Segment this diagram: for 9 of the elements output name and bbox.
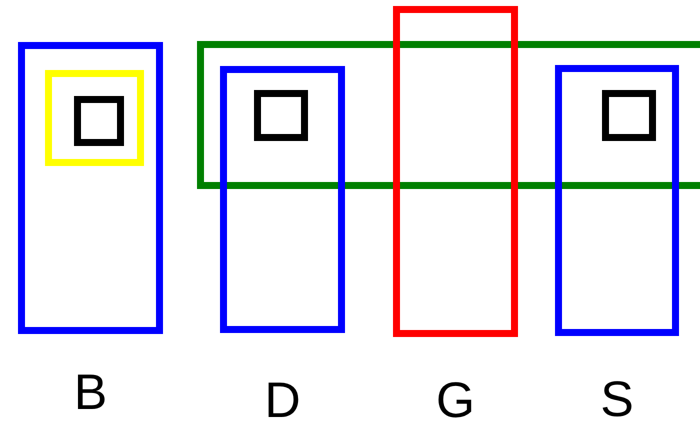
terminal-label: D <box>264 375 301 422</box>
contact-square <box>602 90 656 141</box>
terminal-label: B <box>74 367 108 417</box>
terminal-label: S <box>600 374 634 422</box>
contact-square <box>74 96 124 146</box>
region-box <box>197 41 700 189</box>
contact-square <box>254 90 308 141</box>
region-box <box>45 70 144 166</box>
terminal-label: G <box>436 375 475 422</box>
